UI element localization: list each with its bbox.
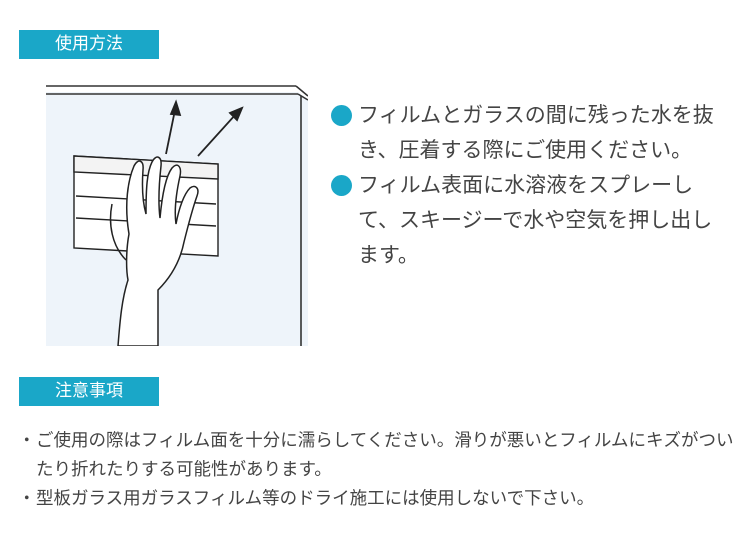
caution-bullet: ・ bbox=[18, 489, 36, 509]
usage-instructions: フィルムとガラスの間に残った水を抜き、圧着する際にご使用ください。 フィルム表面… bbox=[331, 98, 731, 273]
usage-item-text: フィルムとガラスの間に残った水を抜き、圧着する際にご使用ください。 bbox=[358, 103, 714, 162]
caution-bullet: ・ bbox=[18, 431, 36, 451]
usage-item: フィルムとガラスの間に残った水を抜き、圧着する際にご使用ください。 bbox=[331, 98, 731, 168]
caution-item-text: 型板ガラス用ガラスフィルム等のドライ施工には使用しないで下さい。 bbox=[36, 489, 595, 509]
bullet-icon bbox=[331, 175, 352, 196]
usage-item-text: フィルム表面に水溶液をスプレーして、スキージーで水や空気を押し出します。 bbox=[358, 173, 713, 267]
bullet-icon bbox=[331, 105, 352, 126]
caution-item: ・ ご使用の際はフィルム面を十分に濡らしてください。滑りが悪いとフィルムにキズが… bbox=[18, 427, 738, 485]
usage-item: フィルム表面に水溶液をスプレーして、スキージーで水や空気を押し出します。 bbox=[331, 168, 731, 273]
section-tag-usage: 使用方法 bbox=[19, 30, 159, 59]
squeegee-illustration bbox=[46, 85, 308, 346]
caution-item-text: ご使用の際はフィルム面を十分に濡らしてください。滑りが悪いとフィルムにキズがつい… bbox=[36, 431, 734, 480]
hand bbox=[109, 156, 199, 346]
section-tag-caution: 注意事項 bbox=[19, 377, 159, 406]
caution-list: ・ ご使用の際はフィルム面を十分に濡らしてください。滑りが悪いとフィルムにキズが… bbox=[18, 427, 738, 514]
caution-item: ・ 型板ガラス用ガラスフィルム等のドライ施工には使用しないで下さい。 bbox=[18, 485, 738, 514]
direction-arrows bbox=[165, 99, 244, 157]
